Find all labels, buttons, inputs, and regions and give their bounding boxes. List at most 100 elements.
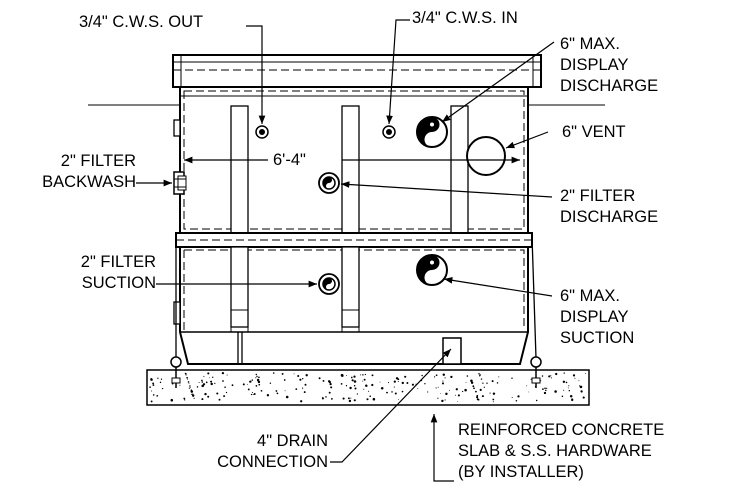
label-drain-connection: 4" DRAIN CONNECTION (210, 431, 328, 473)
concrete-speck (330, 386, 333, 389)
concrete-speck (242, 383, 245, 386)
concrete-speck (548, 375, 551, 378)
label-line: BACKWASH (42, 173, 136, 191)
concrete-speck (406, 382, 409, 384)
concrete-speck (568, 385, 570, 387)
concrete-speckle (149, 371, 586, 403)
concrete-speck (427, 391, 429, 393)
display-discharge-fitting (416, 116, 448, 148)
concrete-speck (561, 395, 564, 398)
concrete-speck (572, 374, 576, 377)
label-vent: 6" VENT (562, 123, 626, 141)
concrete-speck (209, 377, 211, 379)
concrete-speck (535, 399, 538, 402)
concrete-speck (437, 386, 439, 388)
concrete-speck (300, 400, 303, 403)
concrete-speck (318, 377, 321, 380)
concrete-speck (437, 397, 439, 399)
concrete-slab (146, 369, 590, 406)
concrete-speck (461, 390, 464, 393)
concrete-speck (189, 385, 191, 387)
concrete-speck (571, 398, 573, 400)
concrete-speck (455, 388, 458, 391)
concrete-speck (363, 388, 365, 390)
concrete-speck (550, 375, 552, 377)
concrete-speck (472, 385, 475, 388)
label-line: SLAB & S.S. HARDWARE (458, 442, 652, 460)
concrete-speck (475, 390, 477, 393)
concrete-speck (421, 374, 423, 377)
concrete-speck (473, 387, 475, 390)
concrete-speck (225, 391, 228, 394)
concrete-speck (198, 382, 200, 383)
concrete-speck (353, 399, 356, 402)
concrete-speck (478, 372, 480, 375)
concrete-speck (223, 395, 226, 398)
concrete-speck (455, 394, 457, 396)
concrete-speck (530, 378, 532, 380)
concrete-speck (479, 375, 481, 377)
concrete-speck (328, 391, 331, 394)
concrete-speck (250, 393, 253, 396)
concrete-speck (480, 378, 483, 380)
concrete-speck (371, 383, 374, 387)
concrete-speck (216, 392, 219, 395)
concrete-speck (251, 391, 254, 394)
concrete-speck (442, 380, 444, 382)
filter-backwash-fitting (173, 171, 187, 195)
tank-flange (175, 232, 533, 248)
concrete-speck (252, 393, 254, 396)
concrete-speck (328, 380, 332, 384)
concrete-speck (185, 374, 187, 376)
concrete-speck (256, 378, 260, 382)
label-dimension: 6'-4" (273, 151, 306, 169)
concrete-speck (201, 379, 203, 382)
concrete-speck (550, 377, 552, 379)
concrete-speck (568, 390, 570, 392)
concrete-speck (544, 387, 546, 390)
concrete-speck (351, 379, 354, 382)
label-display-discharge: 6" MAX. DISPLAY DISCHARGE (560, 34, 658, 97)
concrete-speck (528, 391, 530, 393)
hold-down-right (530, 235, 542, 388)
concrete-speck (150, 378, 153, 381)
concrete-speck (186, 378, 189, 380)
concrete-speck (246, 383, 248, 385)
concrete-speck (387, 382, 390, 384)
concrete-speck (476, 398, 479, 401)
concrete-speck (366, 398, 369, 401)
concrete-speck (212, 376, 214, 378)
concrete-speck (321, 397, 324, 400)
concrete-speck (354, 387, 357, 390)
concrete-speck (322, 379, 325, 382)
concrete-speck (435, 387, 437, 389)
concrete-speck (569, 394, 573, 398)
concrete-speck (482, 382, 484, 384)
concrete-speck (368, 390, 370, 392)
concrete-speck (247, 388, 250, 391)
concrete-speck (476, 396, 479, 399)
concrete-speck (393, 386, 395, 388)
concrete-speck (445, 392, 448, 396)
concrete-speck (303, 391, 306, 394)
concrete-speck (190, 390, 194, 393)
concrete-speck (204, 392, 207, 396)
concrete-speck (152, 394, 155, 396)
concrete-speck (184, 372, 187, 375)
concrete-speck (417, 388, 419, 390)
concrete-speck (184, 399, 186, 401)
concrete-speck (353, 380, 357, 383)
concrete-speck (565, 381, 568, 384)
concrete-speck (295, 388, 298, 391)
concrete-speck (188, 387, 191, 389)
concrete-speck (201, 384, 204, 388)
concrete-speck (257, 380, 261, 384)
lower-tank-section (173, 246, 529, 365)
concrete-speck (441, 399, 444, 403)
label-display-suction: 6" MAX. DISPLAY SUCTION (560, 286, 634, 349)
concrete-speck (330, 397, 333, 400)
concrete-speck (498, 376, 500, 378)
label-line: 6" MAX. (560, 287, 620, 305)
concrete-speck (350, 397, 352, 399)
label-line: (BY INSTALLER) (458, 463, 584, 481)
